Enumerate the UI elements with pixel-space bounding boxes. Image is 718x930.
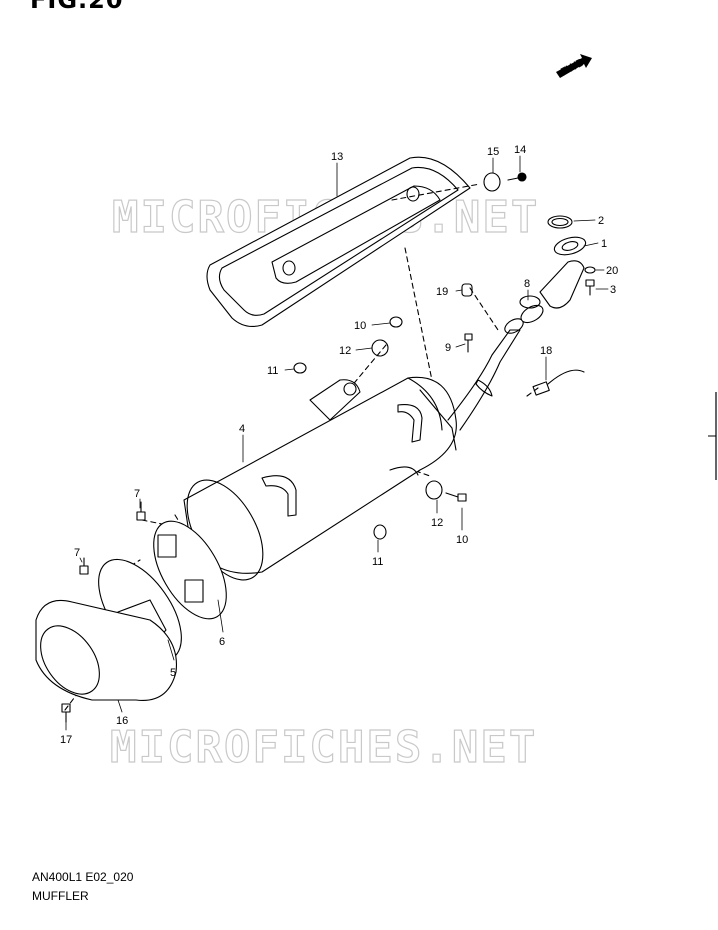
- fwd-arrow-icon: FWD: [556, 54, 592, 79]
- bolt-7-upper-part: [136, 501, 146, 521]
- callout-11-upper: 11: [267, 365, 278, 377]
- callout-12-upper: 12: [339, 345, 351, 357]
- heat-shield-part: [206, 156, 471, 327]
- watermark-bottom: MICROFICHES.NET: [110, 722, 537, 773]
- gasket-part: [547, 215, 573, 229]
- bolt-3-part: [585, 279, 595, 296]
- callout-18: 18: [540, 345, 552, 357]
- callout-7-upper: 7: [134, 488, 140, 500]
- callout-14: 14: [514, 144, 526, 156]
- callout-20: 20: [606, 265, 618, 277]
- callout-2: 2: [598, 215, 604, 227]
- callout-8: 8: [524, 278, 530, 290]
- callout-16: 16: [116, 715, 128, 727]
- callout-17: 17: [60, 734, 72, 746]
- bolt-10-lower-part: [445, 492, 467, 502]
- damper-11-upper-part: [293, 362, 307, 374]
- callout-15: 15: [487, 146, 499, 158]
- damper-12-lower-part: [425, 480, 443, 500]
- callout-19: 19: [436, 286, 448, 298]
- callout-5: 5: [170, 667, 176, 679]
- washer-part: [584, 266, 596, 274]
- exhaust-pipe-part: [447, 304, 544, 431]
- oxygen-sensor-part: [532, 369, 585, 396]
- muffler-body-part: [183, 376, 457, 581]
- bolt-10-upper-part: [389, 316, 403, 328]
- grommet-15-part: [483, 172, 501, 192]
- end-gasket-part: [153, 520, 227, 620]
- screw-14-part: [507, 172, 527, 182]
- callout-1: 1: [601, 238, 607, 250]
- exhaust-flange-pipe-part: [539, 236, 587, 309]
- clamp-part: [519, 295, 541, 309]
- callout-7-lower: 7: [74, 547, 80, 559]
- callout-11-lower: 11: [372, 556, 383, 568]
- callout-leader-lines: [65, 155, 609, 731]
- fwd-label: FWD: [559, 56, 587, 78]
- figure-title: FIG.20: [30, 0, 124, 14]
- callout-3: 3: [610, 284, 616, 296]
- callout-10-upper: 10: [354, 320, 366, 332]
- figure-code: AN400L1 E02_020: [32, 870, 134, 884]
- callout-6: 6: [219, 636, 225, 648]
- end-cover-part: [35, 599, 178, 701]
- callout-10-lower: 10: [456, 534, 468, 546]
- callout-12-lower: 12: [431, 517, 443, 529]
- bolt-17-part: [61, 703, 71, 723]
- callout-labels: 13 15 14 2 1 20 3 8 19 9 10 12 11 18 4 1…: [60, 144, 618, 746]
- callout-4: 4: [239, 423, 245, 435]
- figure-name: MUFFLER: [32, 889, 89, 903]
- damper-11-lower-part: [373, 524, 387, 540]
- callout-13: 13: [331, 151, 343, 163]
- bolt-7-lower-part: [79, 557, 89, 575]
- callout-9: 9: [445, 342, 451, 354]
- bolt-9-part: [464, 333, 473, 353]
- cap-part: [461, 283, 473, 297]
- damper-12-upper-part: [371, 339, 389, 357]
